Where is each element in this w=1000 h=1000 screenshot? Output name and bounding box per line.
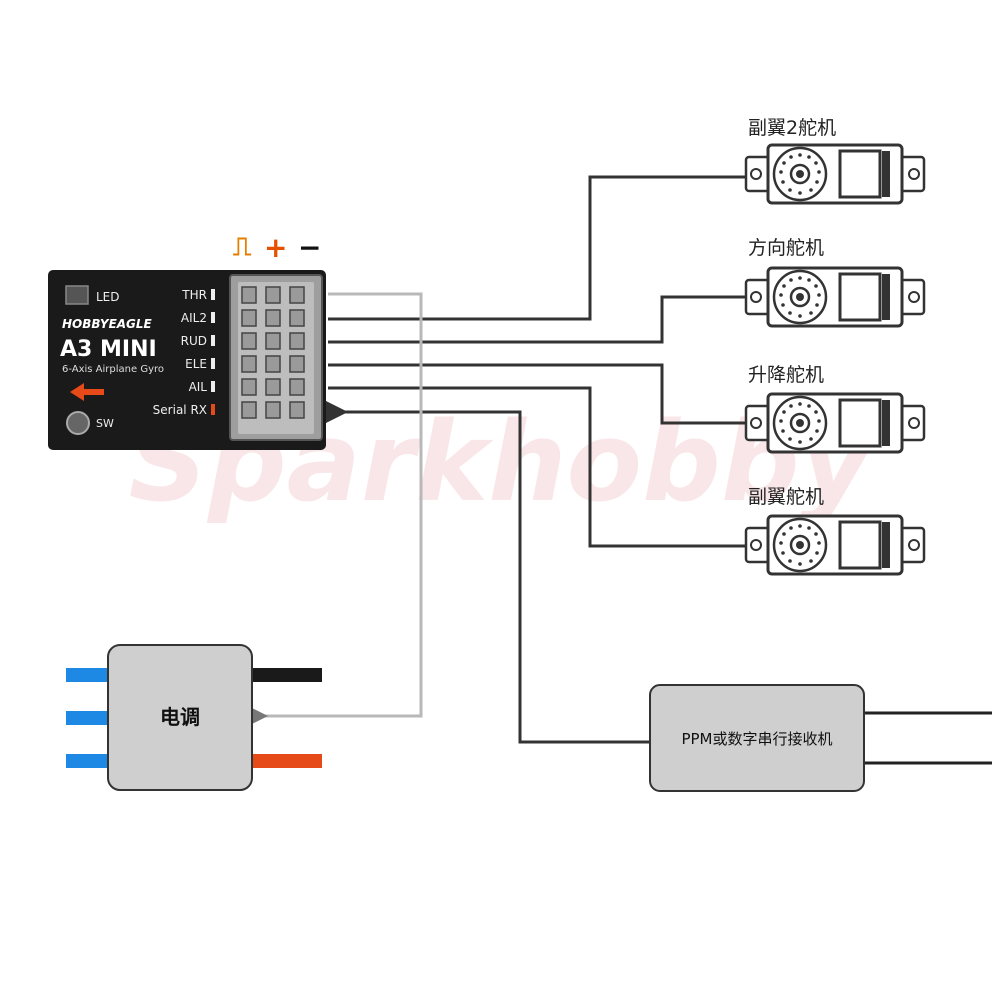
- receiver-label: PPM或数字串行接收机: [681, 730, 832, 748]
- pin-legend: ⎍ + −: [233, 231, 321, 264]
- minus-symbol: −: [298, 231, 321, 264]
- pin-header: [241, 286, 305, 419]
- sw-label: SW: [96, 417, 114, 430]
- receiver: PPM或数字串行接收机: [649, 684, 992, 792]
- orientation-arrow-icon: [70, 383, 104, 401]
- servo-1: 副翼2舵机: [744, 117, 926, 205]
- subtitle-label: 6-Axis Airplane Gyro: [62, 364, 164, 375]
- wire-serial-rx: [318, 397, 650, 744]
- gyro-module: LED HOBBYEAGLE A3 MINI 6-Axis Airplane G…: [48, 270, 326, 450]
- servo-2: 方向舵机: [744, 237, 926, 328]
- wire-thr: [238, 292, 423, 731]
- wire-rud: [328, 295, 755, 344]
- led-indicator: [65, 285, 89, 305]
- wire-ail2: [328, 175, 755, 321]
- servo-3: 升降舵机: [744, 364, 926, 454]
- led-label: LED: [96, 290, 120, 304]
- channel-thr: THR: [181, 288, 207, 302]
- brand-label: HOBBYEAGLE: [62, 317, 153, 331]
- servo-4-label: 副翼舵机: [748, 486, 824, 508]
- channel-ele: ELE: [185, 357, 207, 371]
- esc-label: 电调: [160, 705, 200, 729]
- wire-ele: [328, 363, 755, 425]
- channel-ail: AIL: [189, 380, 208, 394]
- signal-symbol: ⎍: [233, 232, 252, 262]
- channel-rud: RUD: [181, 334, 207, 348]
- channel-ail2: AIL2: [181, 311, 207, 325]
- servo-2-label: 方向舵机: [748, 237, 824, 259]
- model-label: A3 MINI: [60, 337, 157, 362]
- servo-4: 副翼舵机: [744, 486, 926, 576]
- servo-wires: [318, 175, 755, 744]
- channel-serial-rx: Serial RX: [153, 403, 207, 417]
- plus-symbol: +: [264, 231, 287, 264]
- esc: 电调: [66, 644, 322, 791]
- sw-button: [66, 411, 90, 435]
- wire-ail: [328, 386, 755, 548]
- servo-1-label: 副翼2舵机: [748, 117, 836, 139]
- servo-3-label: 升降舵机: [748, 364, 824, 386]
